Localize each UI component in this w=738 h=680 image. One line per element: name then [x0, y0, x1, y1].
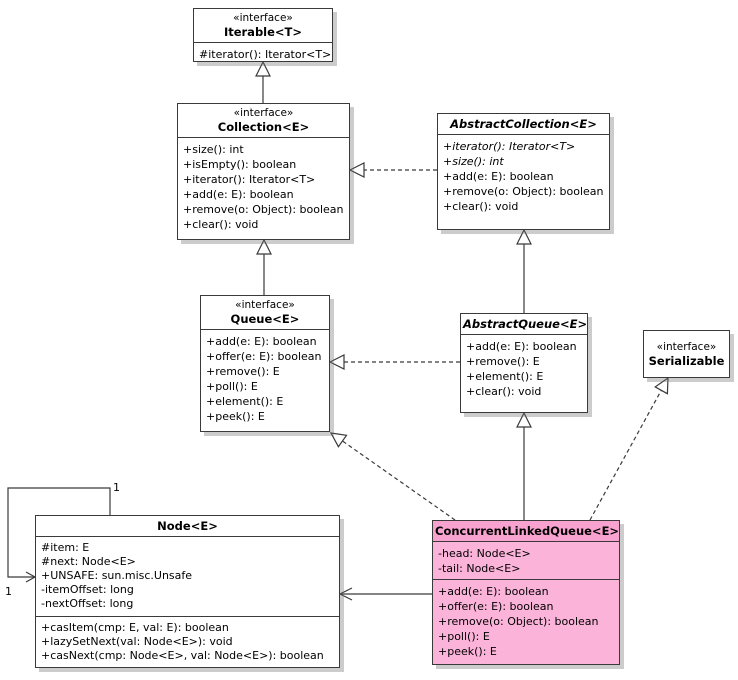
- class-header: Node<E>: [36, 516, 339, 536]
- method-row: +remove(o: Object): boolean: [183, 203, 344, 216]
- stereotype-label: «interface»: [233, 107, 294, 119]
- attribute-row: -tail: Node<E>: [438, 562, 521, 575]
- class-name: Iterable<T>: [223, 25, 303, 39]
- method-row: +offer(e: E): boolean: [206, 350, 322, 363]
- class-name: Serializable: [648, 353, 725, 368]
- multiplicity-label: 1: [113, 481, 120, 494]
- method-row: +element(): E: [466, 370, 544, 383]
- method-row: +offer(e: E): boolean: [438, 600, 554, 613]
- generalization-queue-to-collection[interactable]: [256, 238, 272, 295]
- method-row: +add(e: E): boolean: [443, 170, 554, 183]
- class-name: AbstractQueue<E>: [463, 317, 588, 331]
- class-header: «interface» Collection<E>: [178, 104, 349, 137]
- method-row: #iterator(): Iterator<T>: [199, 48, 332, 61]
- class-name: ConcurrentLinkedQueue<E>: [435, 524, 620, 538]
- methods-compartment: #iterator(): Iterator<T>: [194, 42, 332, 61]
- method-row: +element(): E: [206, 395, 284, 408]
- method-row: +lazySetNext(val: Node<E>): void: [41, 635, 233, 648]
- method-row: +iterator(): Iterator<T>: [183, 173, 316, 186]
- method-row: +clear(): void: [443, 200, 519, 213]
- methods-compartment: +iterator(): Iterator<T> +size(): int +a…: [438, 134, 609, 229]
- method-row: +remove(): E: [466, 355, 540, 368]
- methods-compartment: +add(e: E): boolean +offer(e: E): boolea…: [201, 329, 329, 431]
- method-row: +clear(): void: [183, 218, 259, 231]
- method-row: +add(e: E): boolean: [206, 335, 317, 348]
- multiplicity-label: 1: [5, 585, 12, 598]
- attribute-row: -head: Node<E>: [438, 547, 531, 560]
- class-header: «interface» Serializable: [644, 338, 729, 371]
- class-name: Queue<E>: [230, 312, 300, 326]
- generalization-collection-to-iterable[interactable]: [255, 60, 271, 103]
- method-row: +size(): int: [183, 143, 244, 156]
- class-abstract-queue[interactable]: AbstractQueue<E> +add(e: E): boolean +re…: [460, 313, 588, 413]
- generalization-abstractqueue-to-abstractcollection[interactable]: [516, 228, 532, 313]
- class-node[interactable]: Node<E> #item: E #next: Node<E> +UNSAFE:…: [35, 515, 340, 668]
- association-concurrentlinkedqueue-to-node[interactable]: [338, 587, 432, 601]
- method-row: +iterator(): Iterator<T>: [443, 140, 576, 153]
- method-row: +casNext(cmp: Node<E>, val: Node<E>): bo…: [41, 649, 324, 662]
- methods-compartment: +add(e: E): boolean +offer(e: E): boolea…: [433, 579, 619, 664]
- class-header: AbstractCollection<E>: [438, 114, 609, 134]
- method-row: +peek(): E: [206, 410, 265, 423]
- realization-concurrentlinkedqueue-to-serializable[interactable]: [589, 376, 669, 521]
- class-abstract-collection[interactable]: AbstractCollection<E> +iterator(): Itera…: [437, 113, 610, 230]
- class-header: ConcurrentLinkedQueue<E>: [433, 521, 619, 541]
- attribute-row: -nextOffset: long: [41, 597, 134, 610]
- method-row: +poll(): E: [206, 380, 258, 393]
- stereotype-label: «interface»: [656, 340, 717, 353]
- attribute-row: #next: Node<E>: [41, 555, 136, 568]
- method-row: +peek(): E: [438, 645, 497, 658]
- method-row: +poll(): E: [438, 630, 490, 643]
- class-name: Node<E>: [157, 519, 218, 533]
- method-row: +remove(): E: [206, 365, 280, 378]
- class-header: AbstractQueue<E>: [461, 314, 587, 334]
- class-iterable[interactable]: «interface» Iterable<T> #iterator(): Ite…: [193, 8, 333, 62]
- class-collection[interactable]: «interface» Collection<E> +size(): int +…: [177, 103, 350, 240]
- method-row: +remove(o: Object): boolean: [443, 185, 604, 198]
- stereotype-label: «interface»: [235, 299, 295, 311]
- method-row: +add(e: E): boolean: [438, 585, 549, 598]
- method-row: +add(e: E): boolean: [183, 188, 294, 201]
- class-queue[interactable]: «interface» Queue<E> +add(e: E): boolean…: [200, 295, 330, 432]
- method-row: +add(e: E): boolean: [466, 340, 577, 353]
- methods-compartment: +add(e: E): boolean +remove(): E +elemen…: [461, 334, 587, 412]
- realization-concurrentlinkedqueue-to-queue[interactable]: [329, 432, 456, 521]
- method-row: +isEmpty(): boolean: [183, 158, 297, 171]
- class-concurrent-linked-queue[interactable]: ConcurrentLinkedQueue<E> -head: Node<E> …: [432, 520, 620, 665]
- stereotype-label: «interface»: [233, 12, 293, 24]
- attribute-row: -itemOffset: long: [41, 583, 134, 596]
- class-serializable[interactable]: «interface» Serializable: [643, 330, 730, 378]
- methods-compartment: +size(): int +isEmpty(): boolean +iterat…: [178, 137, 349, 239]
- method-row: +remove(o: Object): boolean: [438, 615, 599, 628]
- method-row: +casItem(cmp: E, val: E): boolean: [41, 621, 229, 634]
- attribute-row: #item: E: [41, 541, 90, 554]
- attribute-row: +UNSAFE: sun.misc.Unsafe: [41, 569, 193, 582]
- method-row: +size(): int: [443, 155, 504, 168]
- method-row: +clear(): void: [466, 385, 542, 398]
- class-name: AbstractCollection<E>: [450, 117, 597, 131]
- attributes-compartment: #item: E #next: Node<E> +UNSAFE: sun.mis…: [36, 536, 339, 616]
- class-name: Collection<E>: [217, 120, 310, 134]
- generalization-concurrentlinkedqueue-to-abstractqueue[interactable]: [516, 411, 532, 520]
- class-header: «interface» Queue<E>: [201, 296, 329, 329]
- realization-abstractcollection-to-collection[interactable]: [348, 162, 437, 178]
- methods-compartment: +casItem(cmp: E, val: E): boolean +lazyS…: [36, 616, 339, 667]
- attributes-compartment: -head: Node<E> -tail: Node<E>: [433, 541, 619, 579]
- class-header: «interface» Iterable<T>: [194, 9, 332, 42]
- realization-abstractqueue-to-queue[interactable]: [328, 354, 460, 370]
